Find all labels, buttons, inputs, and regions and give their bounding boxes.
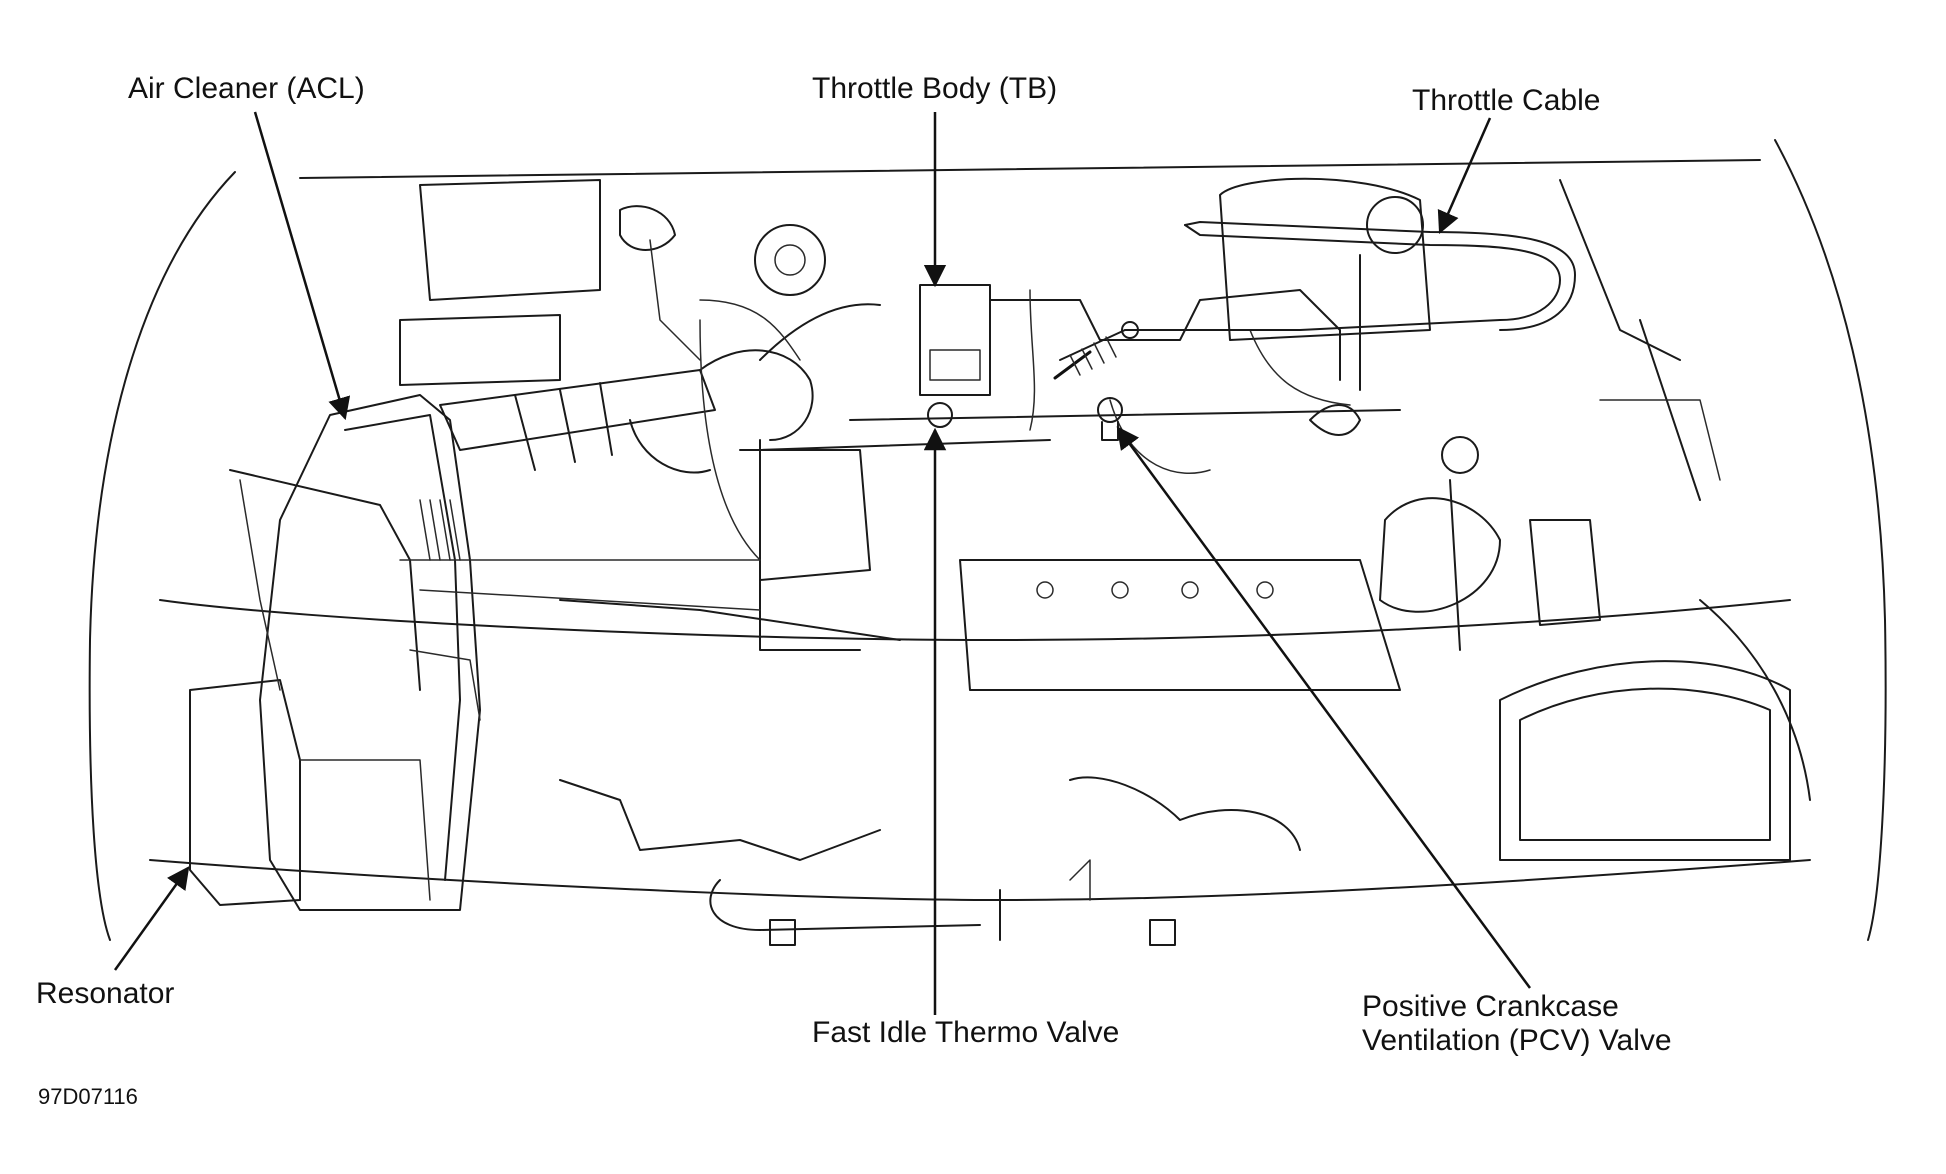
label-pcv-valve-line-1: Positive Crankcase	[1362, 990, 1619, 1023]
leader-pcv	[1116, 426, 1532, 989]
throttle-cable	[1053, 221, 1576, 380]
pcv-valve	[1097, 397, 1123, 441]
label-fast-idle-thermo-valve: Fast Idle Thermo Valve	[812, 1016, 1120, 1049]
label-air-cleaner: Air Cleaner (ACL)	[128, 72, 365, 105]
label-pcv-valve-line-2: Ventilation (PCV) Valve	[1362, 1024, 1672, 1057]
label-resonator: Resonator	[36, 977, 175, 1010]
label-throttle-body: Throttle Body (TB)	[812, 72, 1058, 105]
leader-lines	[113, 111, 1532, 1015]
vehicle-body-outline	[88, 139, 1887, 941]
leader-throttle-cable	[1437, 117, 1492, 235]
label-throttle-cable: Throttle Cable	[1412, 84, 1601, 117]
engine-assembly	[399, 177, 1721, 946]
leader-resonator	[113, 866, 190, 971]
leader-air-cleaner	[253, 111, 351, 421]
air-cleaner-assembly	[189, 394, 481, 911]
figure-id: 97D07116	[38, 1084, 138, 1109]
intake-duct	[439, 303, 881, 474]
